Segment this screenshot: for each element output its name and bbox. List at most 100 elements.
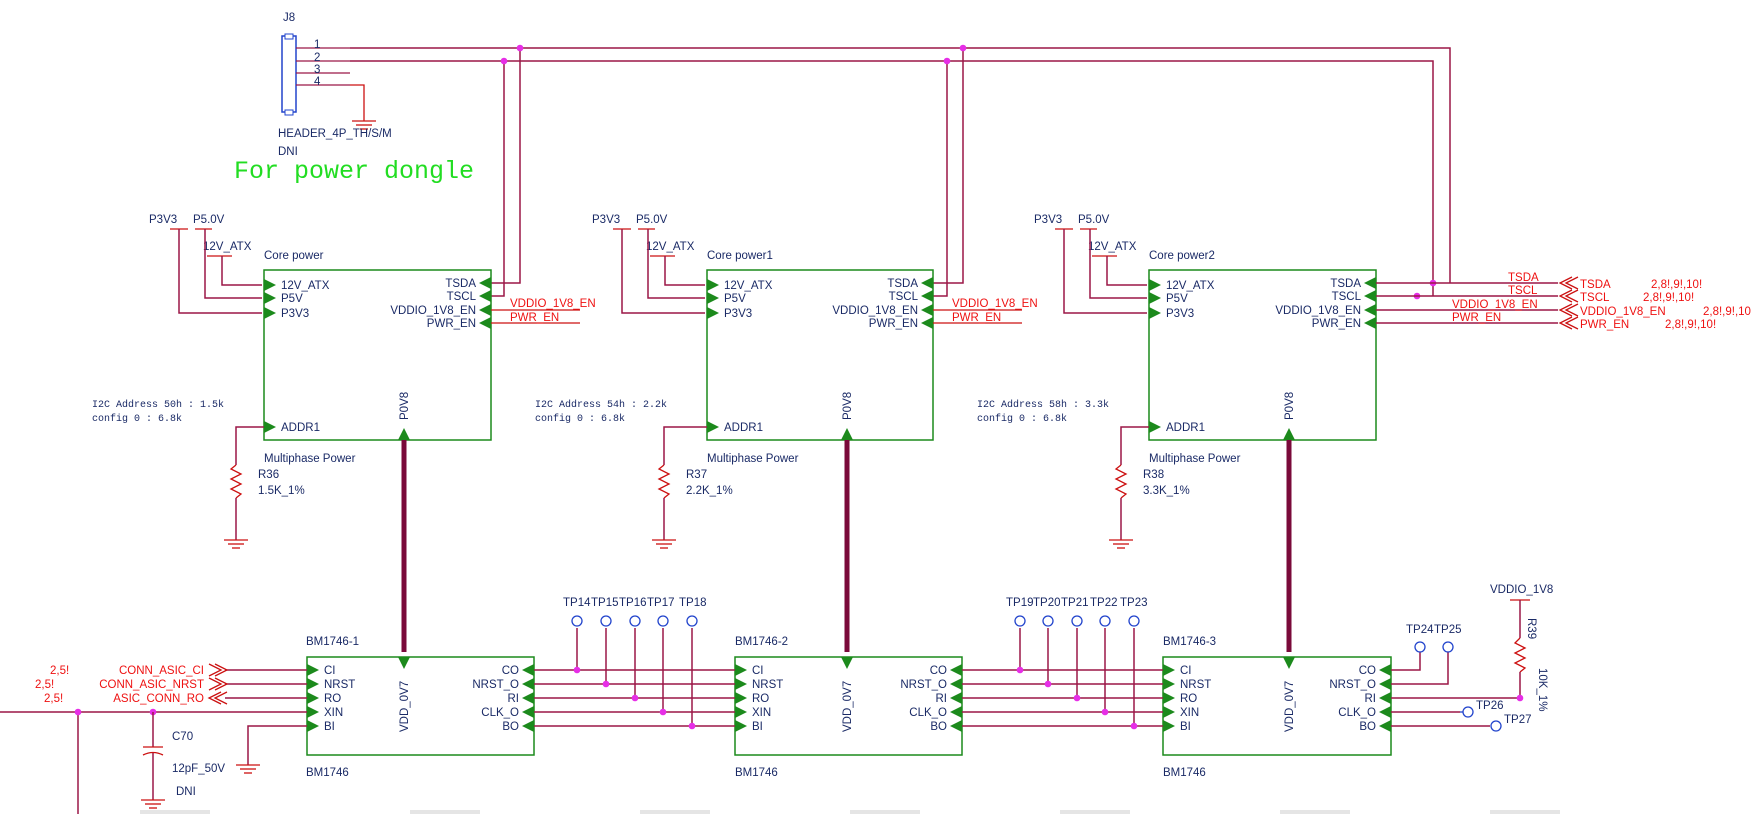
test-points-group-1: TP14 TP15 TP16 TP17 TP18 — [563, 597, 707, 730]
asic-3: BM1746-3 VDD_0V7 CI NRST RO XIN BI CO NR… — [1162, 636, 1392, 779]
net-pwr-en-3: PWR_EN — [1452, 312, 1501, 324]
rail-12v-1: 12V_ATX — [203, 241, 252, 253]
pin-nrst: NRST — [752, 679, 783, 691]
addr-note-3: I2C Address 58h : 3.3k — [977, 399, 1109, 411]
pin-pwr-en: PWR_EN — [1312, 318, 1361, 330]
port-ref-tscl: 2,8!,9!,10! — [1643, 292, 1694, 304]
pin-addr1: ADDR1 — [281, 422, 320, 434]
pin-nrst: NRST — [324, 679, 355, 691]
rail-12v-3: 12V_ATX — [1088, 241, 1137, 253]
asic-ref-3: BM1746-3 — [1163, 636, 1216, 648]
pin-vddio-en: VDDIO_1V8_EN — [390, 305, 476, 317]
cap-dni: DNI — [176, 786, 196, 798]
capacitor-c70: C70 12pF_50V DNI — [141, 712, 225, 809]
net-vddio-en-1: VDDIO_1V8_EN — [510, 298, 596, 310]
power-block-1: P3V3 P5.0V 12V_ATX Core power 12V_ATX P5… — [92, 214, 596, 549]
pin-vddio-en: VDDIO_1V8_EN — [1275, 305, 1361, 317]
res-ref-1: R36 — [258, 469, 279, 481]
res-val-3: 3.3K_1% — [1143, 485, 1190, 497]
test-points-group-2: TP19 TP20 TP21 TP22 TP23 — [1006, 597, 1148, 730]
block-subtitle-1: Multiphase Power — [264, 453, 356, 465]
asic-part-3: BM1746 — [1163, 767, 1206, 779]
pin-xin: XIN — [752, 707, 771, 719]
pin-p5v: P5V — [724, 293, 746, 305]
pin-bo: BO — [930, 721, 947, 733]
tp17: TP17 — [647, 597, 675, 609]
footer-marks — [140, 810, 1560, 814]
rail-12v-2: 12V_ATX — [646, 241, 695, 253]
addr-note-2: I2C Address 54h : 2.2k — [535, 399, 667, 411]
config-note-2: config 0 : 6.8k — [535, 413, 625, 425]
tp27: TP27 — [1504, 714, 1532, 726]
pin-co: CO — [1359, 665, 1376, 677]
tp19: TP19 — [1006, 597, 1034, 609]
port-ref-ro: 2,5! — [44, 693, 63, 705]
block-title-2: Core power1 — [707, 250, 773, 262]
net-tscl-3: TSCL — [1508, 285, 1538, 297]
pin-ri: RI — [936, 693, 948, 705]
port-conn-asic-ci: CONN_ASIC_CI — [119, 665, 204, 677]
pin-pwr-en: PWR_EN — [427, 318, 476, 330]
port-pwr-en: PWR_EN — [1580, 319, 1629, 331]
port-tscl: TSCL — [1580, 292, 1610, 304]
asic-2: BM1746-2 VDD_0V7 CI NRST RO XIN BI CO NR… — [734, 636, 963, 779]
pin-co: CO — [930, 665, 947, 677]
rail-p5v-1: P5.0V — [193, 214, 225, 226]
connector-dni: DNI — [278, 146, 298, 158]
pin-p5v: P5V — [1166, 293, 1188, 305]
pin-nrst: NRST — [1180, 679, 1211, 691]
rail-p5v-3: P5.0V — [1078, 214, 1110, 226]
pin-tsda: TSDA — [887, 278, 918, 290]
port-ref-nrst: 2,5! — [35, 679, 54, 691]
net-vddio-en-2: VDDIO_1V8_EN — [952, 298, 1038, 310]
port-conn-asic-nrst: CONN_ASIC_NRST — [99, 679, 204, 691]
pin-clk-o: CLK_O — [1338, 707, 1376, 719]
pin-p0v8: P0V8 — [399, 392, 411, 420]
asic3-output-nets: TP24 TP25 VDDIO_1V8 R39 10K_1% TP26 TP27 — [1391, 584, 1553, 732]
block-title-1: Core power — [264, 250, 324, 262]
port-ref-ci: 2,5! — [50, 665, 69, 677]
pin-ri: RI — [1365, 693, 1377, 705]
pin-bo: BO — [1359, 721, 1376, 733]
pin-12v-atx: 12V_ATX — [1166, 280, 1215, 292]
port-ref-tsda: 2,8!,9!,10! — [1651, 279, 1702, 291]
pin-12v-atx: 12V_ATX — [281, 280, 330, 292]
connector-j8: J8 1 2 3 4 HEADER_4P_TH/S/M DNI For powe… — [234, 12, 474, 186]
pin-p0v8: P0V8 — [1284, 392, 1296, 420]
connector-pin-2: 2 — [314, 52, 320, 64]
pin-clk-o: CLK_O — [909, 707, 947, 719]
net-pwr-en-2: PWR_EN — [952, 312, 1001, 324]
pin-pwr-en: PWR_EN — [869, 318, 918, 330]
port-asic-conn-ro: ASIC_CONN_RO — [113, 693, 204, 705]
connector-note: For power dongle — [234, 157, 474, 186]
asic-vdd-2: VDD_0V7 — [842, 681, 854, 732]
tp15: TP15 — [591, 597, 619, 609]
asic-ref-1: BM1746-1 — [306, 636, 359, 648]
asic-vdd-3: VDD_0V7 — [1284, 681, 1296, 732]
rail-p5v-2: P5.0V — [636, 214, 668, 226]
pin-ci: CI — [752, 665, 764, 677]
connector-pin-4: 4 — [314, 76, 321, 88]
port-tsda: TSDA — [1580, 279, 1611, 291]
offpage-ports: TSDA TSCL VDDIO_1V8_EN PWR_EN 2,8!,9!,10… — [1558, 276, 1751, 331]
asic-part-2: BM1746 — [735, 767, 778, 779]
pin-vddio-en: VDDIO_1V8_EN — [832, 305, 918, 317]
connector-pin-3: 3 — [314, 64, 320, 76]
cap-ref: C70 — [172, 731, 193, 743]
pin-nrst-o: NRST_O — [472, 679, 519, 691]
pin-tscl: TSCL — [889, 291, 919, 303]
pin-ro: RO — [324, 693, 341, 705]
pin-ci: CI — [1180, 665, 1192, 677]
pin-xin: XIN — [1180, 707, 1199, 719]
tp22: TP22 — [1090, 597, 1118, 609]
tp16: TP16 — [619, 597, 647, 609]
tp25: TP25 — [1434, 624, 1462, 636]
connector-pin-1: 1 — [314, 39, 320, 51]
asic-vdd-1: VDD_0V7 — [399, 681, 411, 732]
rail-p3v3-1: P3V3 — [149, 214, 177, 226]
asic-1: BM1746-1 VDD_0V7 CI NRST RO XIN BI CO NR… — [306, 636, 535, 779]
pin-ci: CI — [324, 665, 336, 677]
net-tsda-3: TSDA — [1508, 272, 1539, 284]
port-vddio-en: VDDIO_1V8_EN — [1580, 306, 1666, 318]
